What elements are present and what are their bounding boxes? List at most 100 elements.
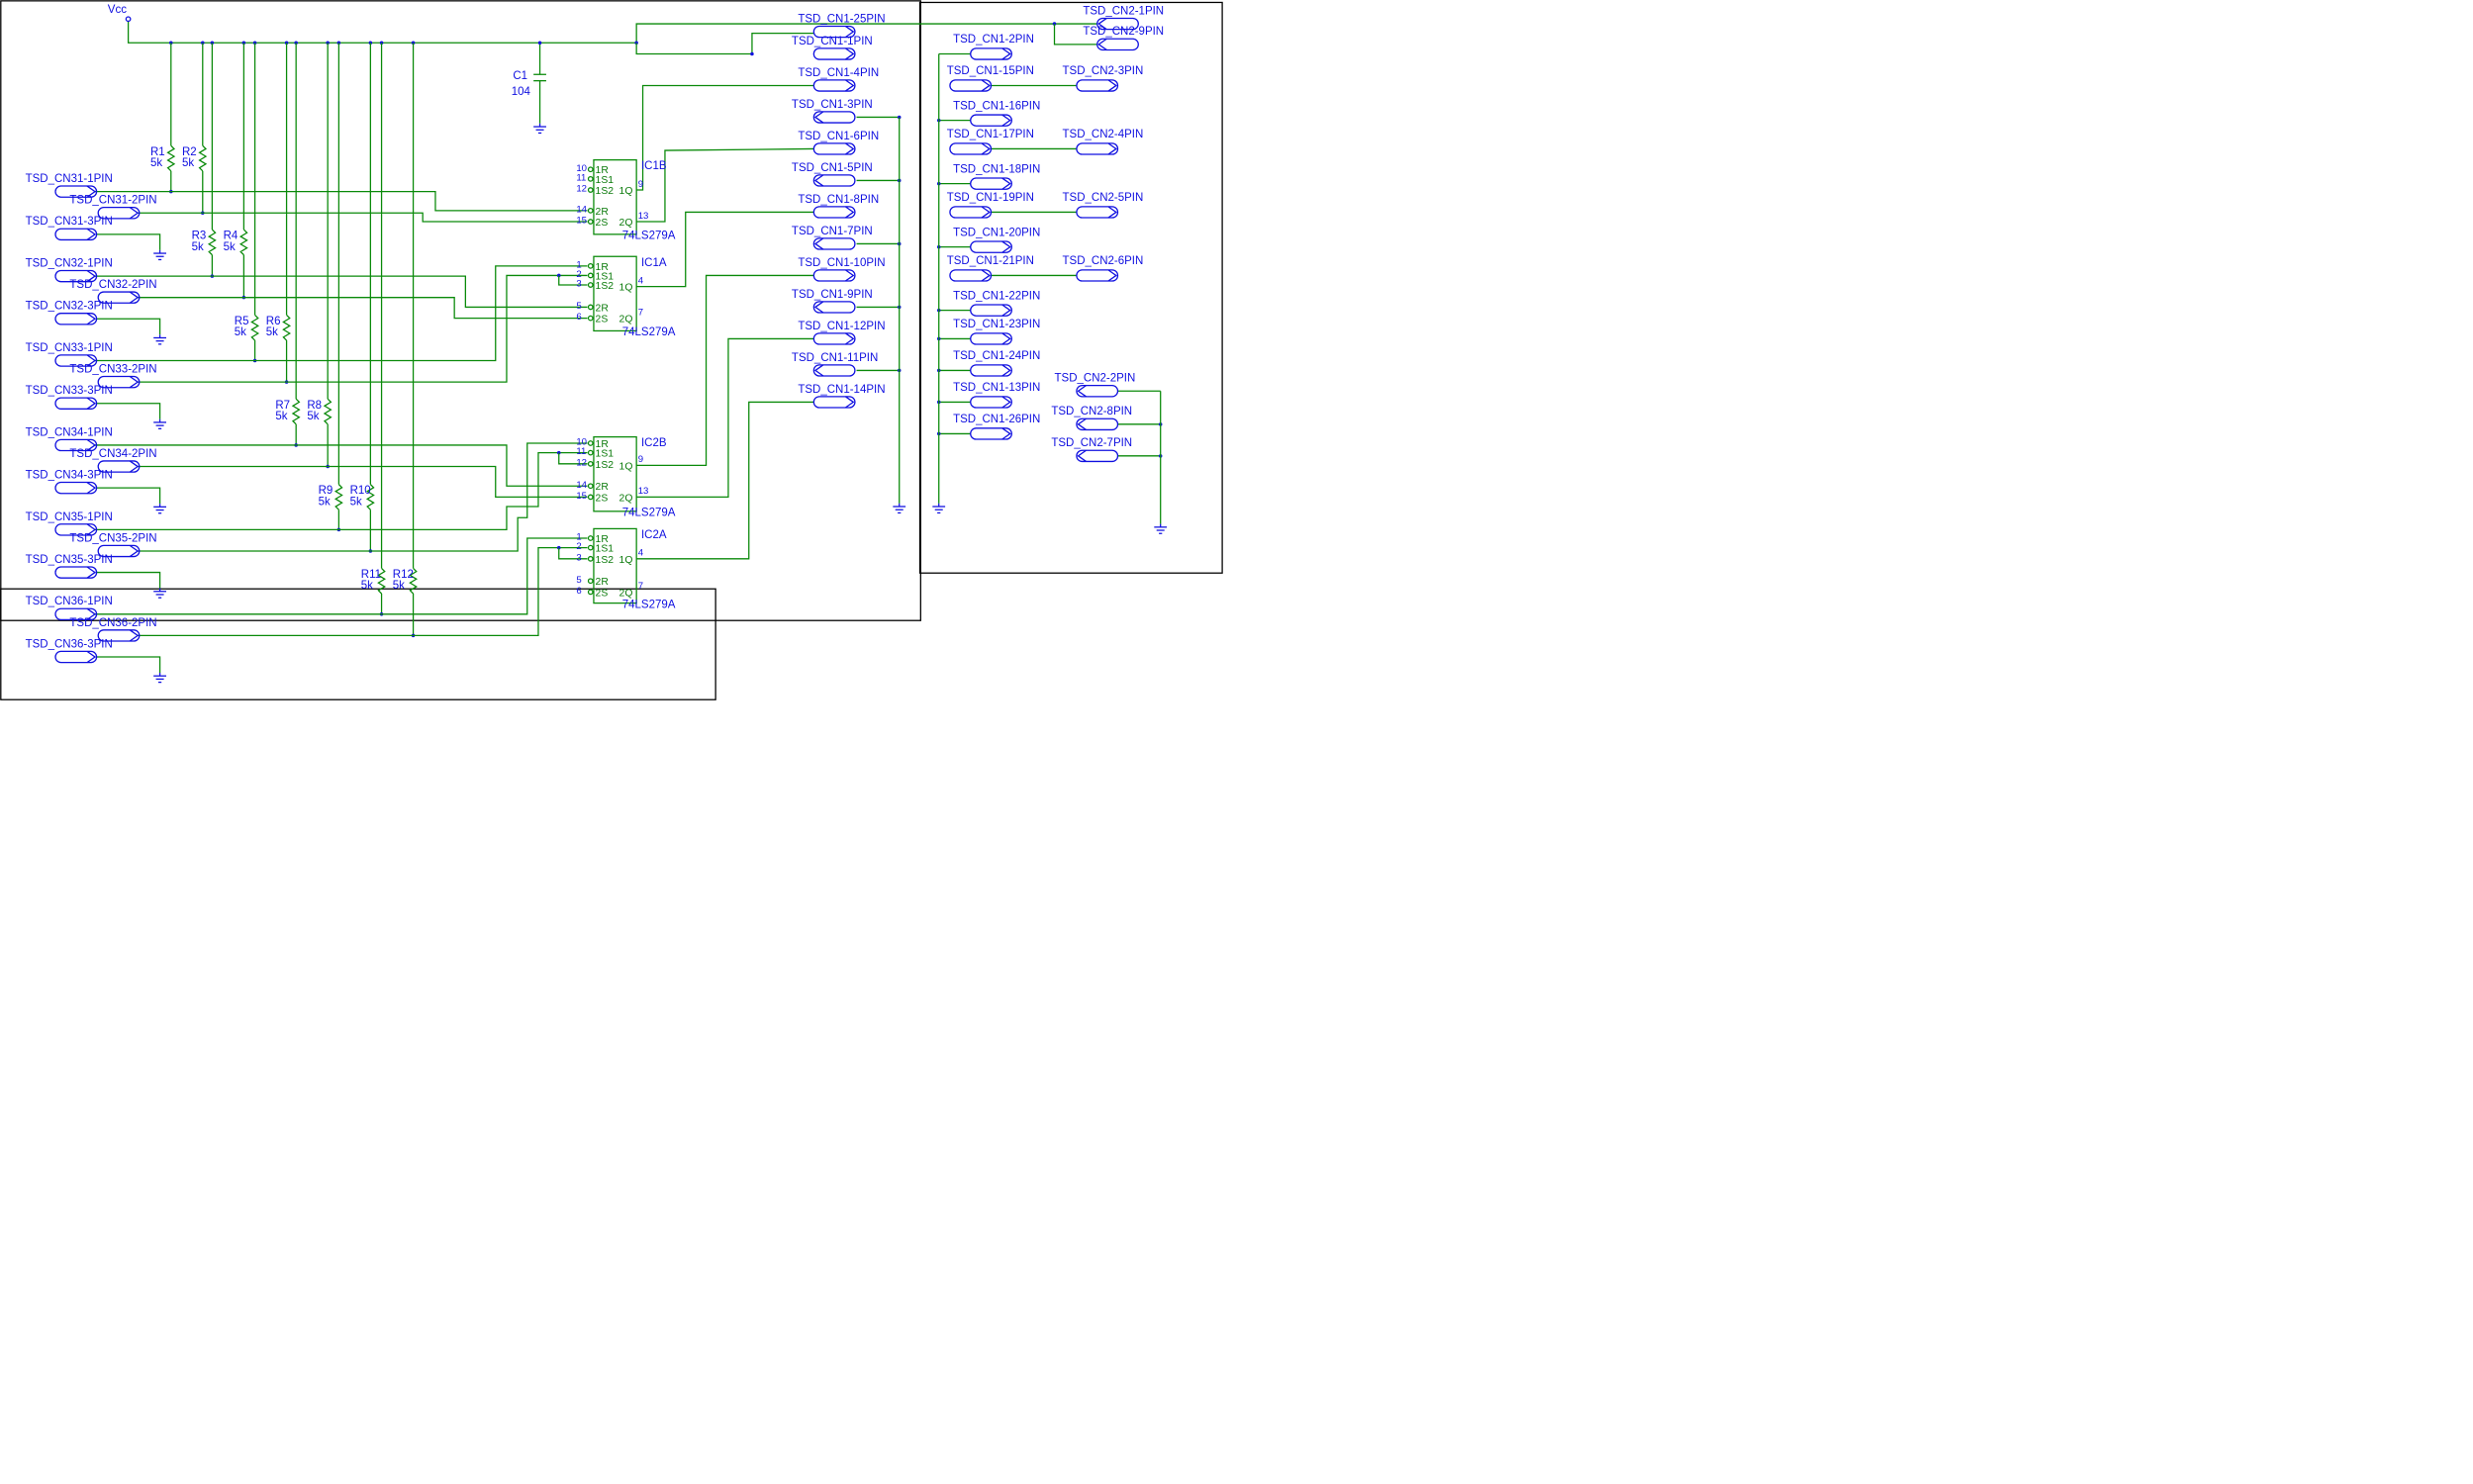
ground-wire[interactable] — [96, 487, 161, 505]
wire[interactable] — [94, 191, 588, 212]
connector-pin[interactable]: TSD_CN32-2PIN — [69, 279, 157, 304]
connector-pin[interactable]: TSD_CN1-18PIN — [953, 163, 1040, 190]
connector-pin[interactable]: TSD_CN32-1PIN — [26, 257, 113, 283]
connector-pin[interactable]: TSD_CN36-2PIN — [69, 617, 157, 642]
connector-body — [54, 185, 98, 198]
connector-pin[interactable]: TSD_CN1-15PIN — [947, 65, 1034, 92]
connector-pin[interactable]: TSD_CN31-1PIN — [26, 173, 113, 198]
connector-pin[interactable]: TSD_CN1-23PIN — [953, 319, 1040, 345]
connector-pin[interactable]: TSD_CN33-2PIN — [69, 364, 157, 389]
wire[interactable] — [138, 274, 588, 383]
connector-pin[interactable]: TSD_CN1-11PIN — [792, 352, 878, 377]
pin-name: 1S1 — [596, 544, 615, 555]
connector-pin[interactable]: TSD_CN33-3PIN — [26, 385, 113, 410]
connector-pin[interactable]: TSD_CN1-13PIN — [953, 382, 1040, 409]
connector-pin[interactable]: TSD_CN31-2PIN — [69, 195, 157, 220]
connector-pin[interactable]: TSD_CN34-1PIN — [26, 426, 113, 452]
connector-pin[interactable]: TSD_CN2-5PIN — [1063, 192, 1144, 219]
connector-pin[interactable]: TSD_CN1-22PIN — [953, 290, 1040, 317]
connector-pin[interactable]: TSD_CN2-3PIN — [1063, 65, 1144, 92]
wire[interactable] — [94, 537, 588, 615]
wire[interactable] — [94, 451, 588, 531]
connector-pin[interactable]: TSD_CN1-14PIN — [798, 384, 886, 409]
connector-pin[interactable]: TSD_CN1-20PIN — [953, 227, 1040, 253]
connector-pin[interactable]: TSD_CN1-10PIN — [798, 257, 886, 282]
wire[interactable] — [138, 465, 588, 499]
connector-pin[interactable]: TSD_CN2-2PIN — [1055, 373, 1136, 398]
connector-pin[interactable]: TSD_CN2-9PIN — [1083, 26, 1164, 51]
wire[interactable] — [94, 265, 588, 362]
wire[interactable] — [636, 274, 814, 467]
connector-pin[interactable]: TSD_CN2-6PIN — [1063, 255, 1144, 282]
connector-label: TSD_CN36-1PIN — [26, 596, 113, 607]
connector-pin[interactable]: TSD_CN1-4PIN — [798, 67, 879, 92]
ground-icon — [932, 503, 946, 514]
connector-pin[interactable]: TSD_CN35-3PIN — [26, 554, 113, 579]
ground-wire[interactable] — [96, 403, 161, 419]
connector-pin[interactable]: TSD_CN33-1PIN — [26, 342, 113, 367]
connector-pin[interactable]: TSD_CN1-26PIN — [953, 414, 1040, 440]
connector-pin[interactable]: TSD_CN1-21PIN — [947, 255, 1034, 282]
connector-pin[interactable]: TSD_CN1-25PIN — [798, 13, 886, 39]
vcc-bus[interactable] — [127, 20, 637, 44]
connector-body — [812, 332, 856, 345]
wire[interactable] — [1053, 24, 1097, 46]
connector-pin[interactable]: TSD_CN34-2PIN — [69, 448, 157, 473]
connector-pin[interactable]: TSD_CN1-12PIN — [798, 321, 886, 345]
connector-pin[interactable]: TSD_CN1-6PIN — [798, 131, 879, 155]
output-pin-number: 7 — [638, 581, 643, 592]
ground-wire[interactable] — [96, 656, 161, 674]
connector-pin[interactable]: TSD_CN1-5PIN — [792, 162, 873, 187]
connector-pin[interactable]: TSD_CN1-3PIN — [792, 99, 873, 124]
male-chevron-icon — [129, 460, 140, 473]
wire[interactable] — [635, 33, 814, 55]
wire[interactable] — [636, 84, 814, 191]
connector-pin[interactable]: TSD_CN34-3PIN — [26, 470, 113, 495]
connector-pin[interactable]: TSD_CN32-3PIN — [26, 301, 113, 325]
wire[interactable] — [636, 401, 814, 560]
pin-number: 1 — [576, 259, 581, 270]
wire[interactable] — [636, 211, 814, 288]
connector-pin[interactable]: TSD_CN1-19PIN — [947, 192, 1034, 219]
connector-pin[interactable]: TSD_CN2-4PIN — [1063, 129, 1144, 155]
pin-name: 1S2 — [596, 281, 615, 292]
connector-pin[interactable]: TSD_CN1-9PIN — [792, 289, 873, 314]
ground-wire[interactable] — [96, 233, 161, 250]
connector-pin[interactable]: TSD_CN1-8PIN — [798, 194, 879, 219]
ic-part: 74LS279A — [622, 599, 676, 610]
connector-pin[interactable]: TSD_CN1-16PIN — [953, 100, 1040, 127]
pin-number: 10 — [576, 437, 587, 448]
wire[interactable] — [558, 547, 588, 560]
connector-pin[interactable]: TSD_CN35-2PIN — [69, 532, 157, 558]
pin-name: 1S1 — [596, 175, 615, 186]
connector-pin[interactable]: TSD_CN1-24PIN — [953, 350, 1040, 377]
wire[interactable] — [138, 297, 588, 320]
male-chevron-icon — [129, 629, 140, 642]
connector-pin[interactable]: TSD_CN1-2PIN — [953, 34, 1034, 60]
connector-label: TSD_CN1-18PIN — [953, 163, 1040, 175]
connector-pin[interactable]: TSD_CN36-1PIN — [26, 596, 113, 621]
wire[interactable] — [138, 546, 588, 637]
wire[interactable] — [635, 23, 1097, 44]
wire[interactable] — [636, 147, 814, 223]
connector-pin[interactable]: TSD_CN2-1PIN — [1083, 5, 1164, 31]
wire[interactable] — [636, 337, 814, 499]
wire[interactable] — [94, 275, 588, 309]
wire[interactable] — [138, 442, 588, 552]
connector-pin[interactable]: TSD_CN2-8PIN — [1051, 406, 1132, 431]
connector-pin[interactable]: TSD_CN1-1PIN — [792, 36, 873, 60]
wire[interactable] — [138, 212, 588, 223]
wire[interactable] — [558, 275, 588, 286]
ground-wire[interactable] — [96, 571, 161, 589]
wire[interactable] — [94, 444, 588, 487]
wire[interactable] — [558, 452, 588, 465]
ground-wire[interactable] — [96, 318, 161, 335]
connector-pin[interactable]: TSD_CN35-1PIN — [26, 511, 113, 536]
connector-pin[interactable]: TSD_CN36-3PIN — [26, 638, 113, 664]
connector-pin[interactable]: TSD_CN1-7PIN — [792, 226, 873, 250]
connector-pin[interactable]: TSD_CN31-3PIN — [26, 216, 113, 241]
connector-pin[interactable]: TSD_CN1-17PIN — [947, 129, 1034, 155]
connector-pin[interactable]: TSD_CN2-7PIN — [1051, 437, 1132, 463]
